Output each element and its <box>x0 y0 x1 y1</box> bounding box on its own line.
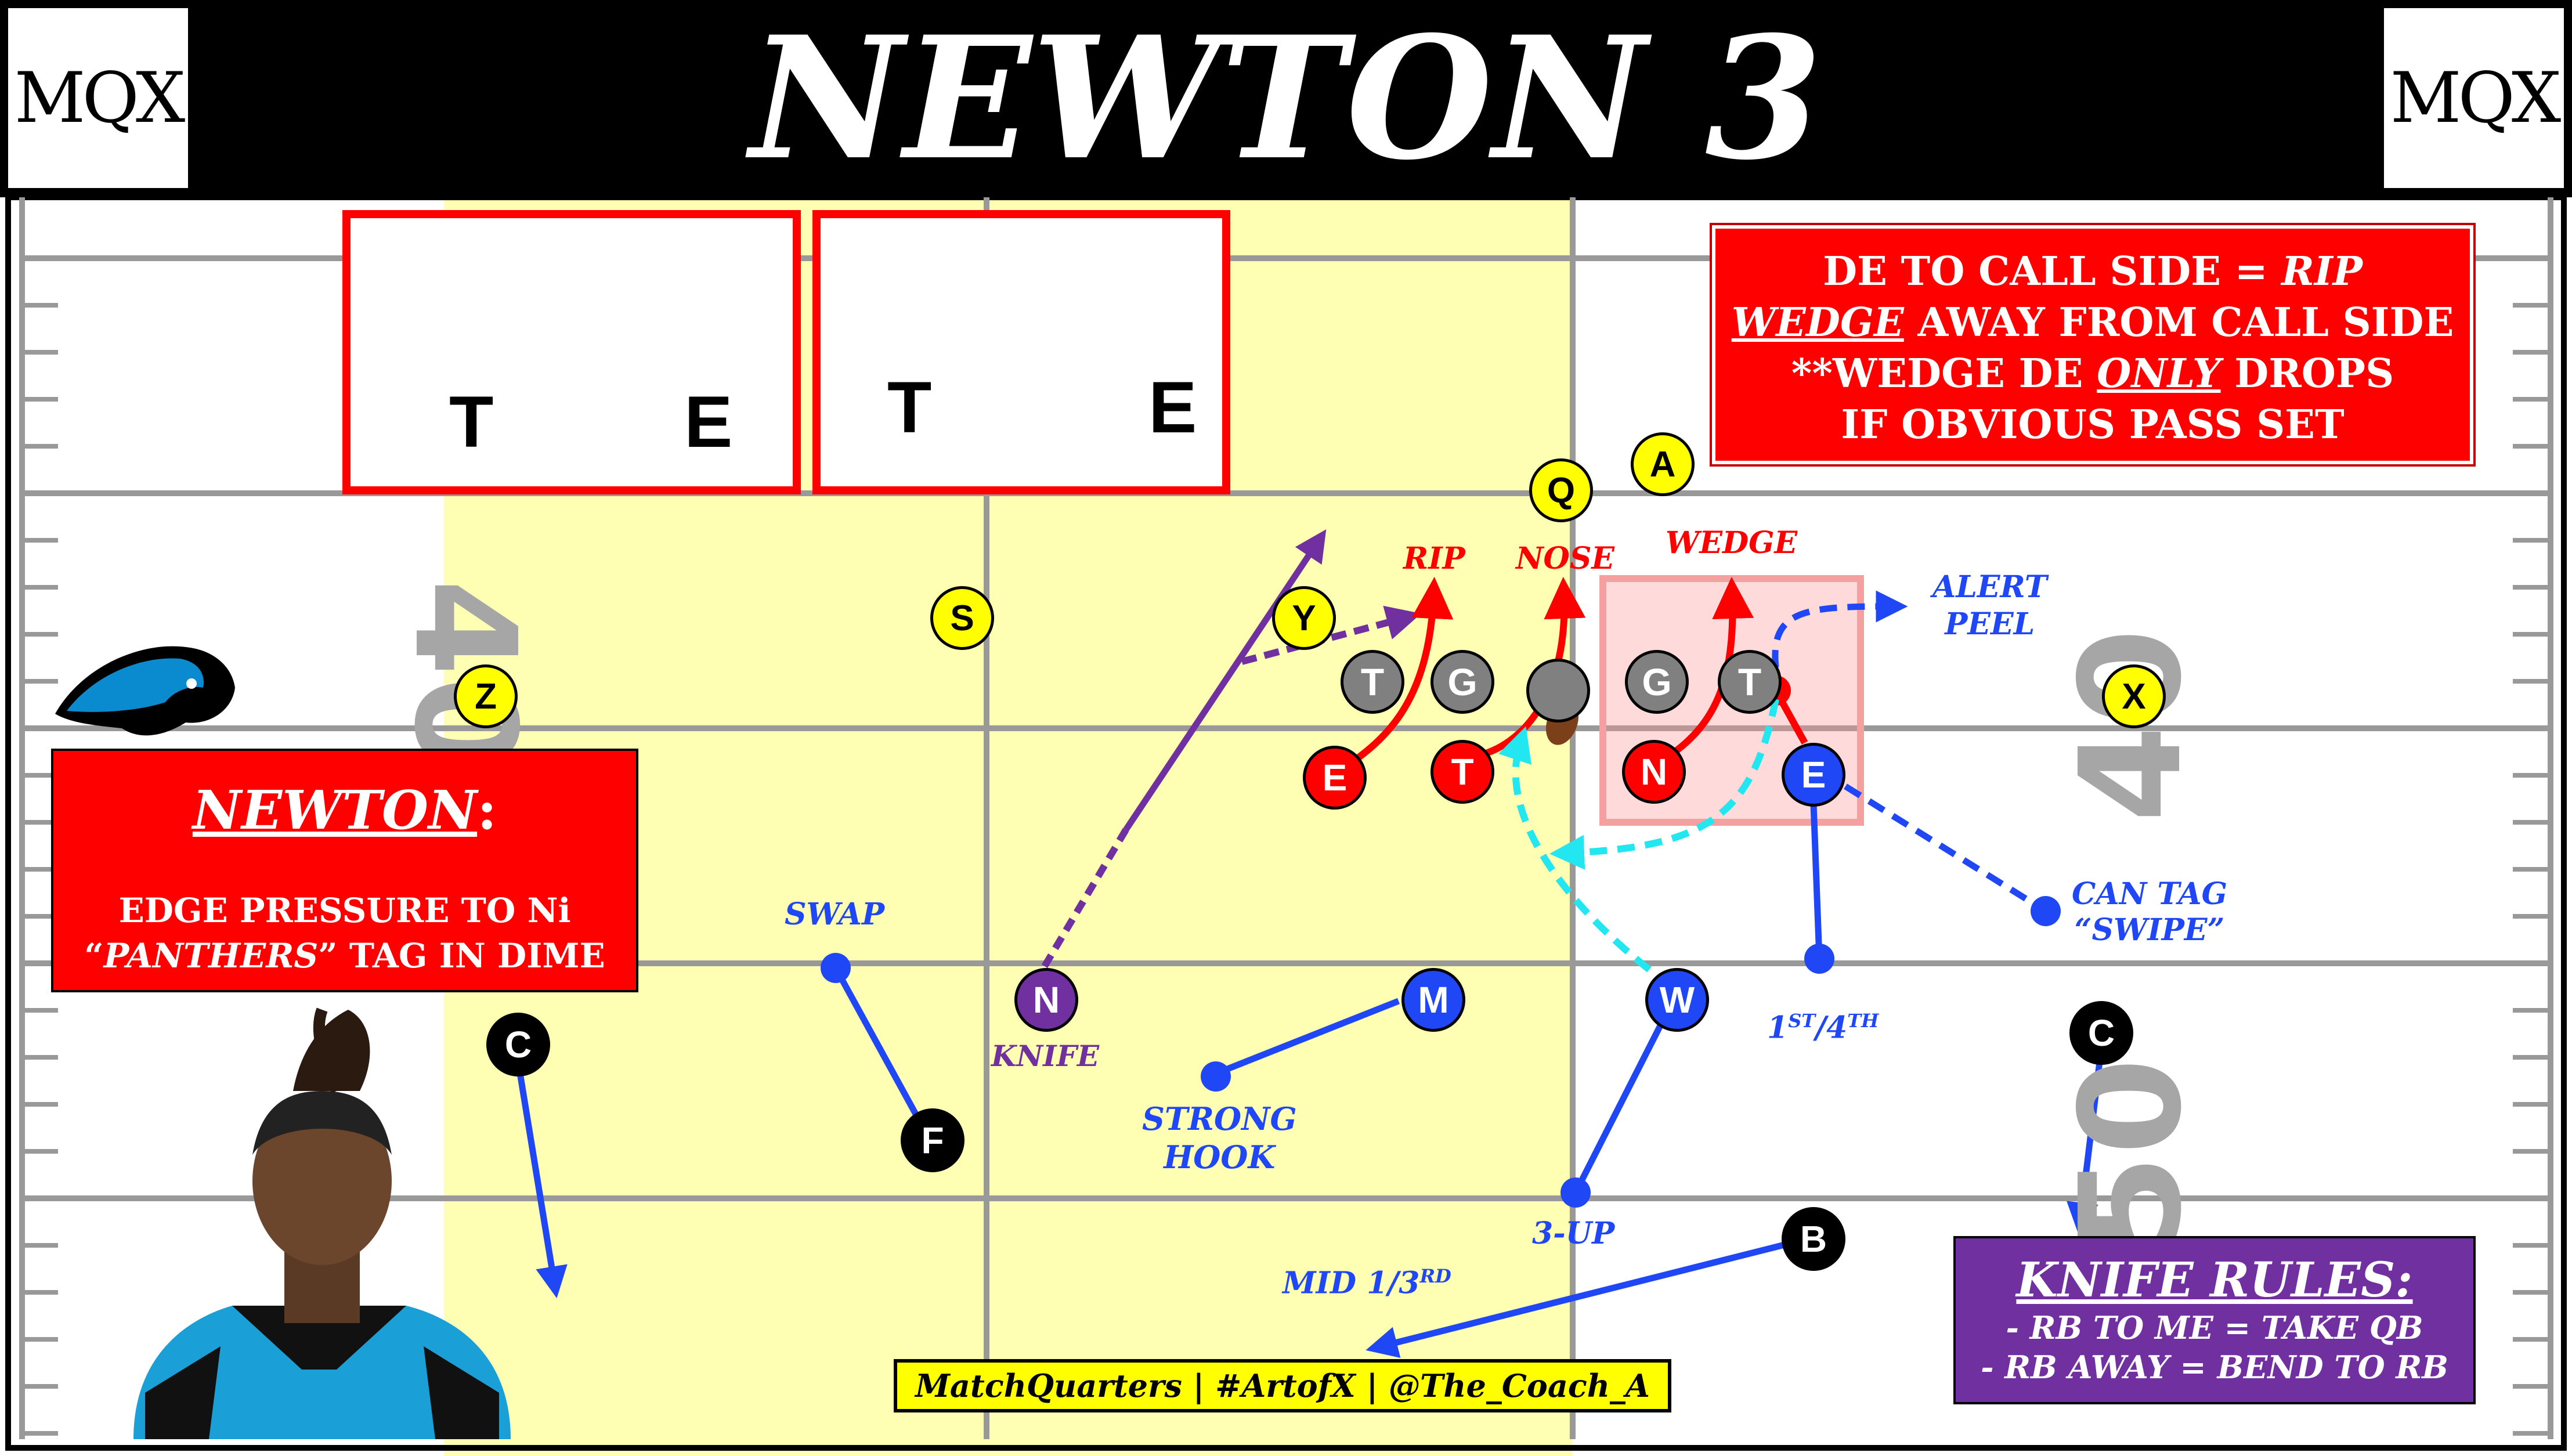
panthers-logo <box>55 646 235 736</box>
label-swap: SWAP <box>785 897 885 932</box>
newton-title: NEWTON: <box>192 779 497 841</box>
knife-rule-2: - RB AWAY = BEND TO RB <box>1981 1349 2448 1386</box>
route-3up <box>1573 996 1677 1194</box>
label-mid-third: MID 1/3RD <box>1283 1265 1451 1301</box>
defense-mike: M <box>1401 968 1465 1032</box>
offense-left-tackle: T <box>1341 650 1404 714</box>
newton-description-box: NEWTON: EDGE PRESSURE TO Ni “PANTHERS” T… <box>51 749 638 992</box>
defense-nickel: N <box>1014 968 1078 1032</box>
technique-box-left: T E <box>342 210 801 494</box>
logo-right: MQX <box>2384 8 2564 188</box>
defense-end-right: E <box>1782 743 1845 807</box>
header-bar <box>0 0 2572 197</box>
label-first-fourth: 1ST/4TH <box>1767 1010 1879 1046</box>
knife-rule-1: - RB TO ME = TAKE QB <box>2006 1309 2423 1346</box>
knife-rules-title: KNIFE RULES: <box>2016 1252 2413 1308</box>
offense-y: Y <box>1272 586 1336 650</box>
offense-left-guard: G <box>1431 650 1494 714</box>
route-first-fourth <box>1810 803 1823 959</box>
offense-right-guard: G <box>1625 650 1689 714</box>
label-rip: RIP <box>1403 541 1465 576</box>
route-right-c <box>2067 1061 2103 1235</box>
offense-right-tackle: T <box>1718 650 1782 714</box>
defense-corner-left: C <box>486 1013 550 1076</box>
defense-corner-right: C <box>2069 1001 2133 1065</box>
rule-line-1: DE TO CALL SIDE = RIP <box>1823 248 2363 295</box>
label-knife: KNIFE <box>991 1039 1100 1073</box>
defense-free: F <box>901 1108 964 1172</box>
offense-center <box>1526 659 1590 722</box>
label-nose: NOSE <box>1516 541 1615 576</box>
logo-left: MQX <box>8 8 188 188</box>
rule-line-3: **WEDGE DE ONLY DROPS <box>1791 351 2394 397</box>
rule-line-4: IF OBVIOUS PASS SET <box>1841 402 2345 448</box>
label-wedge: WEDGE <box>1666 525 1798 561</box>
offense-s: S <box>930 586 994 650</box>
offense-a: A <box>1631 432 1695 496</box>
drop-path-1 <box>1498 726 1674 989</box>
tech-label: T <box>887 367 932 448</box>
defense-end-left: E <box>1303 746 1367 810</box>
route-knife <box>1123 529 1327 832</box>
defense-tackle: T <box>1431 740 1494 804</box>
route-can-tag <box>1844 783 2047 914</box>
offense-x: X <box>2102 664 2166 728</box>
page-title: NEWTON 3 <box>749 0 1823 197</box>
yard-numbers: 40 40 50 <box>384 579 2212 1252</box>
tech-label: T <box>449 382 494 463</box>
end-label: E <box>1148 367 1197 448</box>
end-label: E <box>684 382 733 463</box>
technique-box-right: T E <box>812 210 1230 494</box>
hash-marks <box>24 256 2549 1436</box>
offense-q: Q <box>1529 458 1593 522</box>
player-photo <box>133 1007 511 1439</box>
route-mid-third <box>1366 1241 1786 1358</box>
route-swap <box>833 966 931 1139</box>
defense-nose: N <box>1622 740 1686 804</box>
knife-rules-box: KNIFE RULES: - RB TO ME = TAKE QB - RB A… <box>1953 1236 2476 1404</box>
route-strong-hook <box>1214 998 1400 1077</box>
call-rules-box: DE TO CALL SIDE = RIP WEDGE AWAY FROM CA… <box>1710 223 2476 467</box>
rule-line-2: WEDGE AWAY FROM CALL SIDE <box>1731 299 2454 346</box>
defense-will: W <box>1645 968 1709 1032</box>
rush-wedge <box>1669 577 1754 757</box>
label-3up: 3-UP <box>1532 1216 1615 1251</box>
drop-path-2 <box>1549 698 1779 870</box>
credit-banner: MatchQuarters | #ArtofX | @The_Coach_A <box>894 1359 1671 1412</box>
offense-z: Z <box>454 664 518 728</box>
newton-body: EDGE PRESSURE TO Ni “PANTHERS” TAG IN DI… <box>84 891 605 976</box>
route-knife-dashed <box>1041 828 1129 969</box>
defense-boundary: B <box>1782 1207 1845 1271</box>
route-alert-peel <box>1772 590 1908 668</box>
svg-text:50: 50 <box>2050 1058 2212 1252</box>
label-can-tag: CAN TAG“SWIPE” <box>2072 876 2227 948</box>
route-left-c <box>512 1044 568 1299</box>
